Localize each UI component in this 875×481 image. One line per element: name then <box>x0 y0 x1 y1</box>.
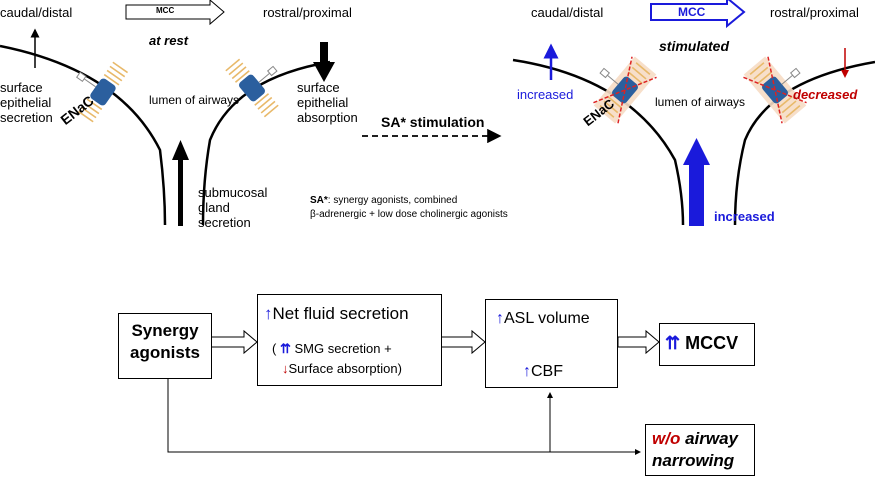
rest-gland-secretion-line: submucosal <box>198 185 268 200</box>
rest-state-label: at rest <box>149 33 189 48</box>
stim-decreased-label: decreased <box>793 87 858 102</box>
up-arrow-icon: ↑ <box>523 363 531 380</box>
stim-enac-channel-left-icon <box>593 56 657 124</box>
flow-box-synergy: Synergy agonists <box>118 313 212 379</box>
sa-note-text: : synergy agonists, combined <box>327 195 458 206</box>
flow-synergy-line: Synergy <box>131 321 199 340</box>
flow-net-fluid-row: ↑Net fluid secretion <box>264 304 409 324</box>
up-arrow-icon: ↑ <box>264 304 273 323</box>
flow-narrowing-text: narrowing <box>652 451 735 470</box>
flow-arrow-net-to-asl-icon <box>440 329 486 355</box>
stim-airway-walls <box>512 58 875 226</box>
stim-state-label: stimulated <box>659 38 730 54</box>
flow-box-net-fluid: ↑Net fluid secretion ( ⇈ SMG secretion +… <box>257 294 442 386</box>
stim-increased-left-label: increased <box>517 87 574 102</box>
rest-gland-secretion-line: gland <box>198 200 230 215</box>
flow-smg-open-paren: ( <box>272 341 277 356</box>
flow-cbf-text: CBF <box>531 363 563 380</box>
flow-box-no-narrowing: w/o airway narrowing <box>645 424 755 476</box>
flow-cbf-row: ↑CBF <box>523 363 563 381</box>
stim-mcc-label: MCC <box>678 5 706 19</box>
rest-mcc-arrow-icon <box>125 0 225 26</box>
down-arrow-icon: ↓ <box>282 361 289 376</box>
sa-note-title: SA* <box>310 195 328 206</box>
rest-surface-secretion-label: surface epithelial secretion <box>0 80 53 125</box>
sa-note-line-1: SA*: synergy agonists, combined <box>310 194 508 208</box>
rest-surface-secretion-line: surface <box>0 80 43 95</box>
flow-arrow-asl-to-mccv-icon <box>617 329 660 355</box>
flow-asl-text: ASL volume <box>504 310 590 327</box>
rest-surface-absorption-line: surface <box>297 80 340 95</box>
flow-synergy-line: agonists <box>130 343 200 362</box>
up-arrow-icon: ↑ <box>496 310 504 327</box>
rest-surface-secretion-line: secretion <box>0 110 53 125</box>
rest-surface-secretion-line: epithelial <box>0 95 52 110</box>
rest-surface-absorption-arrow-icon <box>313 42 335 82</box>
flow-surface-abs-row: ↓Surface absorption) <box>282 361 402 376</box>
flow-synergy-text: Synergy agonists <box>119 320 211 364</box>
flow-asl-row: ↑ASL volume <box>496 310 590 328</box>
stim-mcc-arrow-icon <box>650 0 746 29</box>
flow-airway-text: airway <box>685 429 739 448</box>
rest-gland-secretion-label: submucosal gland secretion <box>198 185 267 230</box>
flow-arrow-synergy-to-net-icon <box>210 329 258 355</box>
stim-increased-gland-label: increased <box>714 209 775 224</box>
rest-surface-absorption-label: surface epithelial absorption <box>297 80 358 125</box>
rest-gland-secretion-arrow-icon <box>172 140 189 226</box>
flow-wo-text: w/o <box>652 429 681 448</box>
flow-box-mccv: ⇈ MCCV <box>659 323 755 366</box>
double-up-arrow-icon: ⇈ <box>279 341 291 356</box>
stim-lumen-label: lumen of airways <box>655 95 746 109</box>
flow-mccv-row: ⇈ MCCV <box>665 333 739 354</box>
stim-increased-gland-arrow-icon <box>683 138 710 226</box>
flow-surface-abs-text: Surface absorption) <box>288 361 402 376</box>
rest-gland-secretion-line: secretion <box>198 215 251 230</box>
rest-surface-absorption-line: epithelial <box>297 95 349 110</box>
stim-enac-channel-right-icon <box>743 56 807 124</box>
stim-caudal-label: caudal/distal <box>531 5 604 20</box>
flow-net-fluid-text: Net fluid secretion <box>272 304 409 323</box>
rest-mcc-label: MCC <box>156 6 175 15</box>
rest-lumen-label: lumen of airways <box>149 93 240 107</box>
sa-note-line-2: β-adrenergic + low dose cholinergic agon… <box>310 209 508 220</box>
rest-enac-channel-left-icon <box>76 61 129 123</box>
flow-smg-row: ( ⇈ SMG secretion + <box>272 341 392 356</box>
rest-enac-channel-right-icon <box>225 58 279 118</box>
stim-decreased-absorption-arrow-icon <box>841 48 849 78</box>
stim-rostral-label: rostral/proximal <box>770 5 859 20</box>
rest-airway-walls <box>0 44 331 226</box>
double-up-arrow-icon: ⇈ <box>665 333 681 353</box>
rest-surface-absorption-line: absorption <box>297 110 358 125</box>
flow-wo-row: w/o airway <box>652 429 739 449</box>
flow-line-synergy-bottom <box>167 378 641 455</box>
flow-box-asl: ↑ASL volume ↑CBF <box>485 299 618 388</box>
stimulation-label: SA* stimulation <box>381 114 485 130</box>
flow-mccv-text: MCCV <box>685 333 739 353</box>
rest-caudal-label: caudal/distal <box>0 5 73 20</box>
sa-note: SA*: synergy agonists, combined β-adrene… <box>310 194 508 222</box>
rest-rostral-label: rostral/proximal <box>263 5 352 20</box>
flow-smg-text: SMG secretion + <box>294 341 392 356</box>
